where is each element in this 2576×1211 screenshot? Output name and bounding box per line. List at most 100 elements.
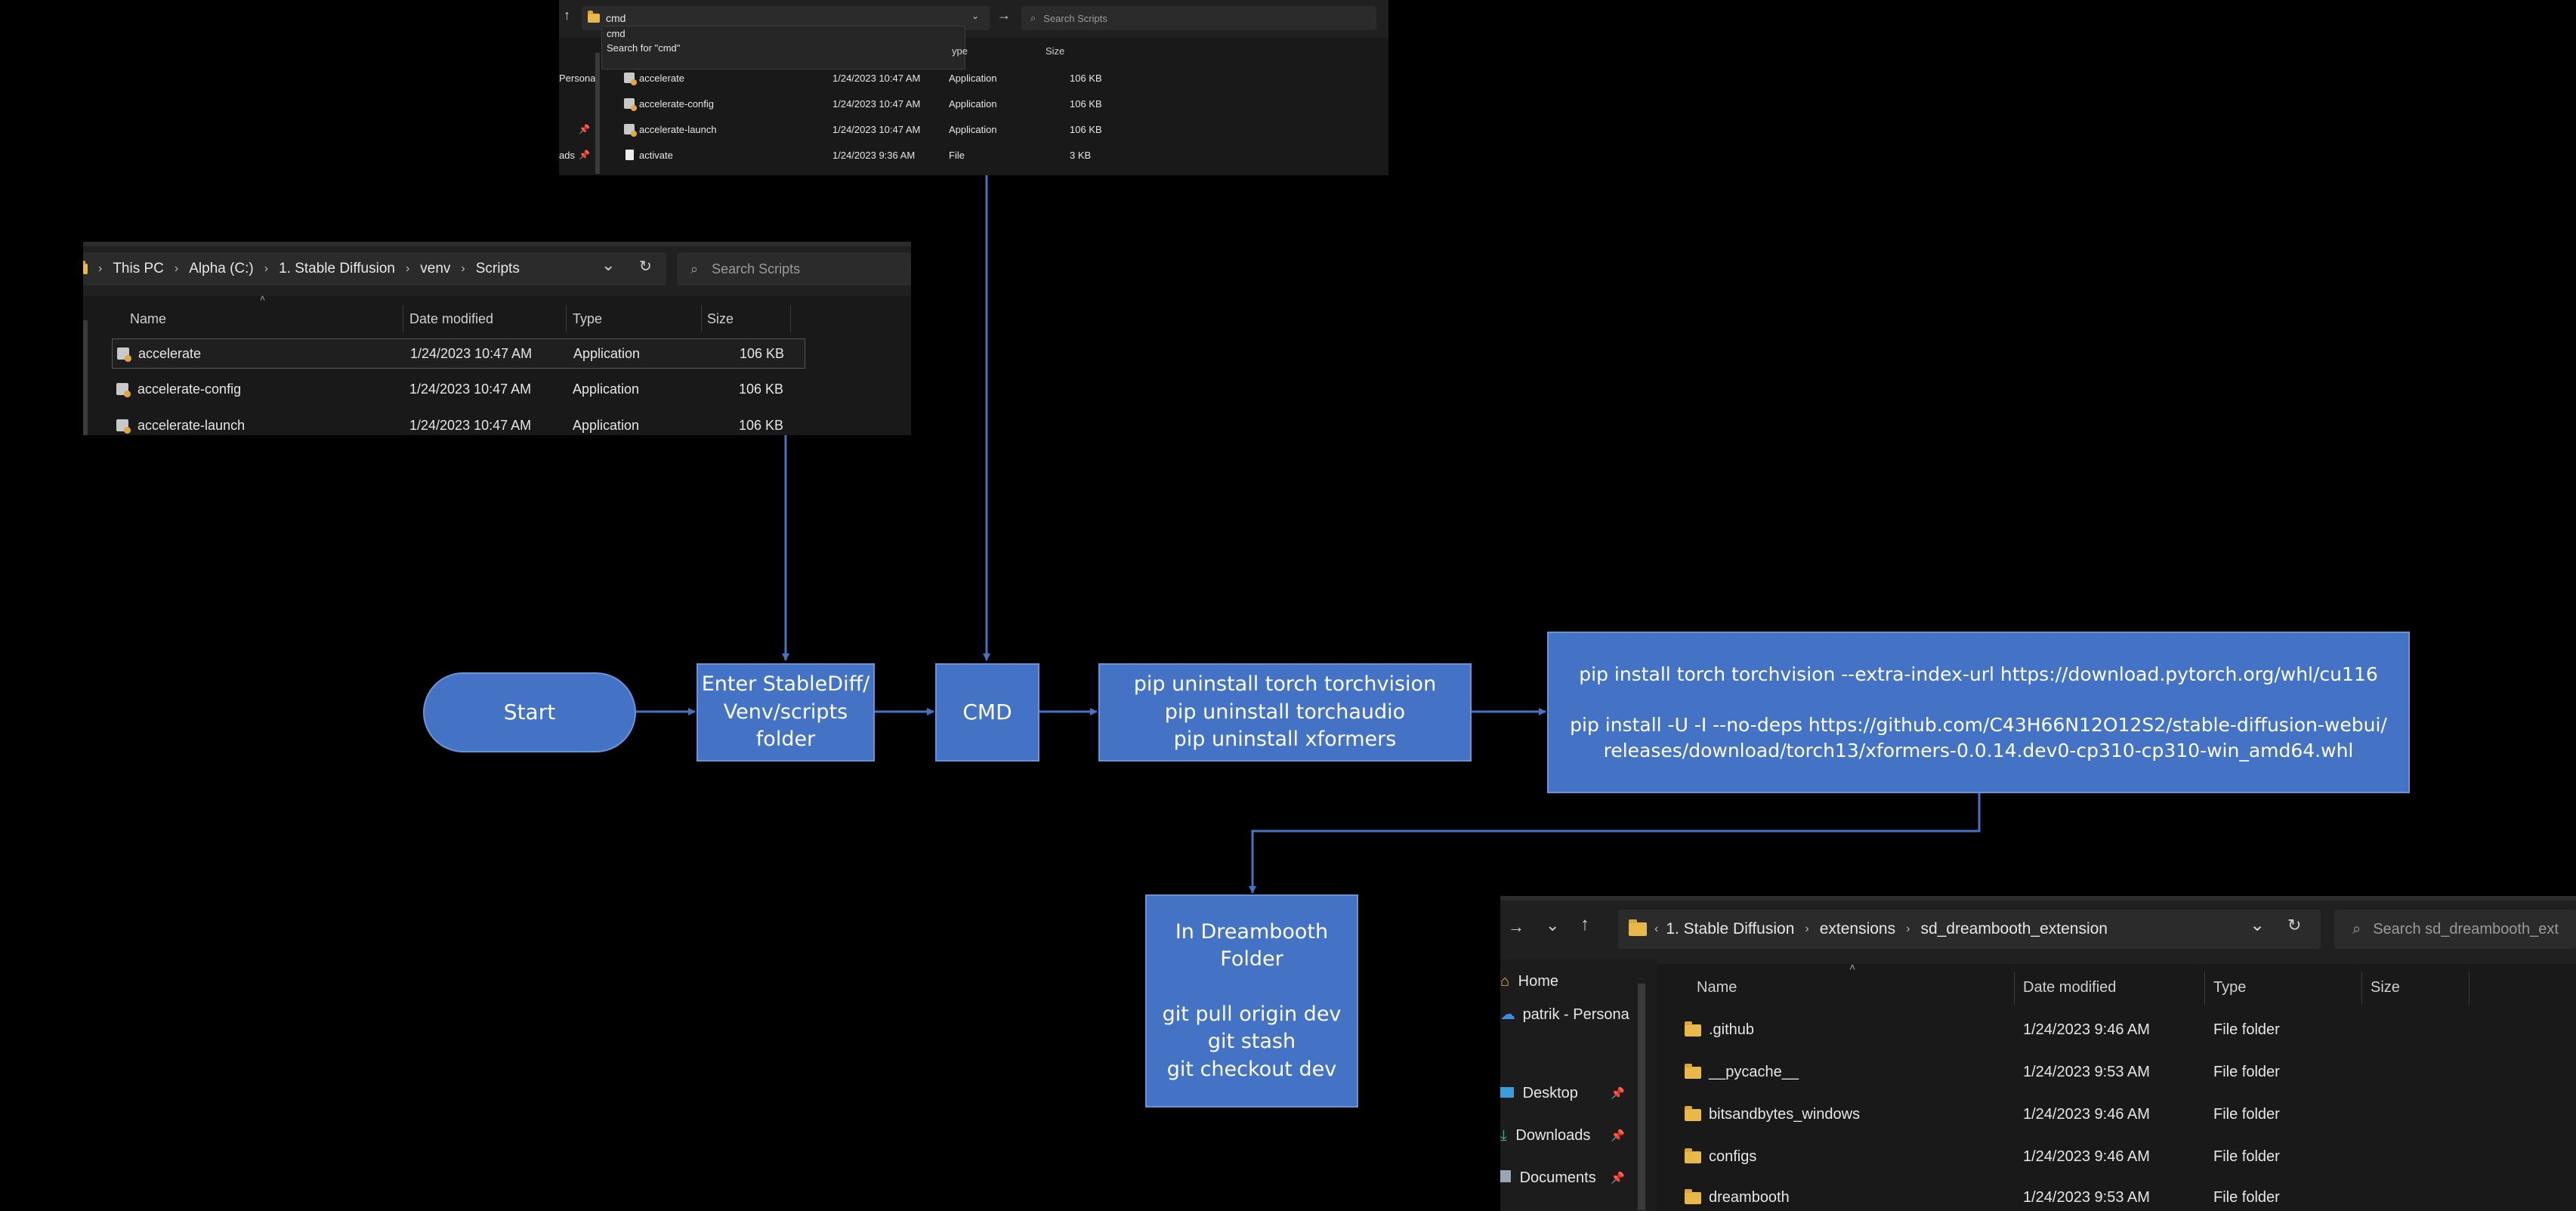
sort-up-icon[interactable]: ˄ — [260, 293, 266, 304]
table-row[interactable]: configs 1/24/2023 9:46 AM File folder — [1500, 1139, 2576, 1172]
folder-date: 1/24/2023 9:46 AM — [2023, 1106, 2150, 1123]
file-date: 1/24/2023 10:47 AM — [832, 73, 921, 84]
top-search-box[interactable]: ⌕ Search Scripts — [1021, 6, 1376, 30]
folder-date: 1/24/2023 9:46 AM — [2023, 1021, 2150, 1038]
folder-type: File folder — [2213, 1106, 2280, 1123]
folder-icon — [1629, 919, 1647, 936]
cmd-step: CMD — [935, 663, 1039, 762]
file-date: 1/24/2023 10:47 AM — [832, 124, 921, 135]
table-row[interactable]: accelerate 1/24/2023 10:47 AM Applicatio… — [112, 338, 805, 369]
application-icon — [624, 98, 637, 111]
file-name: accelerate-launch — [639, 124, 717, 135]
header-size[interactable]: Size — [707, 311, 734, 326]
right-address-bar[interactable]: ‹ 1. Stable Diffusion › extensions › sd_… — [1618, 910, 2321, 949]
folder-date: 1/24/2023 9:46 AM — [2023, 1148, 2150, 1165]
up-arrow-icon[interactable]: ↑ — [1580, 914, 1589, 935]
table-row[interactable]: accelerate 1/24/2023 10:47 AM Applicatio… — [559, 70, 1388, 88]
refresh-icon[interactable]: ↻ — [2287, 916, 2302, 935]
table-row[interactable]: activate 1/24/2023 9:36 AM File 3 KB — [559, 147, 1388, 165]
sidebar-label: Documents — [1519, 1169, 1596, 1186]
sidebar-scrollbar[interactable] — [1638, 984, 1645, 1210]
forward-arrow-icon[interactable]: → — [1508, 917, 1524, 936]
search-icon: ⌕ — [1030, 12, 1036, 23]
forward-arrow-icon[interactable]: → — [997, 8, 1011, 23]
sidebar-item-documents[interactable]: Documents — [1500, 1169, 1596, 1187]
breadcrumb-item[interactable]: 1. Stable Diffusion — [1666, 920, 1795, 938]
sidebar-scrollbar[interactable] — [595, 53, 600, 174]
breadcrumb-item[interactable]: extensions — [1819, 920, 1896, 938]
chevron-down-icon[interactable]: ⌄ — [1546, 916, 1560, 935]
table-row[interactable]: accelerate-config 1/24/2023 10:47 AM App… — [559, 95, 1388, 113]
chevron-down-icon[interactable]: ⌄ — [2250, 915, 2266, 935]
breadcrumb-item[interactable]: Alpha (C:) — [189, 261, 254, 276]
breadcrumb-item[interactable]: venv — [420, 261, 451, 276]
sidebar-label: Desktop — [1522, 1085, 1578, 1101]
table-row[interactable]: accelerate-launch 1/24/2023 10:47 AM App… — [559, 121, 1388, 139]
folder-name: configs — [1709, 1148, 1757, 1165]
breadcrumb-item[interactable]: sd_dreambooth_extension — [1920, 920, 2108, 938]
file-size: 106 KB — [739, 418, 784, 433]
up-arrow-icon[interactable]: ↑ — [564, 8, 570, 23]
folder-icon — [588, 11, 600, 23]
sidebar-item-downloads[interactable]: ⤓ Downloads — [1500, 1127, 1590, 1145]
sidebar-item-downloads[interactable]: ads — [559, 150, 575, 161]
left-search-box[interactable]: ⌕ Search Scripts — [677, 252, 911, 286]
application-icon — [116, 419, 131, 434]
folder-type: File folder — [2213, 1148, 2280, 1165]
pin-icon: 📌 — [1611, 1129, 1625, 1142]
file-name: accelerate-launch — [137, 418, 246, 433]
sidebar-item-personal[interactable]: Persona — [559, 73, 596, 84]
chevron-right-icon: › — [264, 262, 269, 275]
header-name[interactable]: Name — [1697, 979, 1737, 996]
folder-icon — [1685, 1148, 1701, 1163]
sidebar-label: patrik - Persona — [1522, 1006, 1629, 1023]
refresh-icon[interactable]: ↻ — [639, 258, 652, 275]
chevron-down-icon[interactable]: ⌄ — [601, 255, 616, 274]
sidebar-item-home[interactable]: ⌂ Home — [1500, 973, 1558, 990]
header-size[interactable]: Size — [2371, 979, 2400, 996]
table-row[interactable]: bitsandbytes_windows 1/24/2023 9:46 AM F… — [1500, 1097, 2576, 1130]
sidebar-item-onedrive[interactable]: ☁ patrik - Persona — [1500, 1005, 1629, 1024]
file-size: 106 KB — [1070, 73, 1102, 84]
folder-name: __pycache__ — [1709, 1064, 1799, 1080]
breadcrumb-item[interactable]: 1. Stable Diffusion — [279, 261, 395, 276]
right-search-box[interactable]: ⌕ Search sd_dreambooth_ext — [2334, 910, 2576, 949]
breadcrumb-item[interactable]: Scripts — [475, 261, 520, 276]
table-row[interactable]: accelerate-config 1/24/2023 10:47 AM App… — [112, 375, 805, 403]
folder-type: File folder — [2213, 1189, 2280, 1206]
left-address-bar[interactable]: › This PC › Alpha (C:) › 1. Stable Diffu… — [83, 252, 666, 286]
file-icon — [625, 150, 634, 160]
header-date[interactable]: Date modified — [2023, 979, 2117, 996]
chevron-down-icon[interactable]: ⌄ — [971, 11, 980, 21]
file-type: Application — [949, 73, 997, 84]
sidebar-item-desktop[interactable]: Desktop — [1500, 1085, 1578, 1102]
header-type[interactable]: Type — [2213, 979, 2247, 996]
desktop-icon — [1500, 1087, 1514, 1098]
file-size: 106 KB — [1070, 98, 1102, 110]
dropdown-item[interactable]: Search for "cmd" — [607, 42, 681, 54]
folder-icon — [83, 261, 88, 274]
search-icon: ⌕ — [2352, 920, 2361, 938]
header-type[interactable]: Type — [573, 311, 603, 326]
table-row[interactable]: dreambooth 1/24/2023 9:53 AM File folder — [1500, 1180, 2576, 1211]
pin-icon: 📌 — [1611, 1087, 1625, 1100]
download-icon: ⤓ — [1500, 1127, 1507, 1144]
file-date: 1/24/2023 10:47 AM — [409, 418, 532, 433]
dreambooth-step: In Dreambooth Folder git pull origin dev… — [1145, 894, 1358, 1108]
header-size[interactable]: Size — [1046, 45, 1065, 57]
sort-up-icon[interactable]: ˄ — [1849, 961, 1856, 973]
file-name: activate — [639, 150, 673, 161]
application-icon — [624, 73, 637, 85]
uninstall-step: pip uninstall torch torchvision pip unin… — [1098, 663, 1472, 762]
dropdown-item[interactable]: cmd — [607, 28, 625, 39]
application-icon — [116, 383, 131, 397]
folder-date: 1/24/2023 9:53 AM — [2023, 1189, 2150, 1206]
table-row[interactable]: .github 1/24/2023 9:46 AM File folder — [1500, 1012, 2576, 1046]
sidebar-scrollbar[interactable] — [83, 320, 88, 435]
header-date[interactable]: Date modified — [409, 311, 494, 326]
header-type[interactable]: ype — [952, 45, 968, 57]
table-row[interactable]: __pycache__ 1/24/2023 9:53 AM File folde… — [1500, 1055, 2576, 1088]
breadcrumb-item[interactable]: This PC — [113, 261, 164, 276]
table-row[interactable]: accelerate-launch 1/24/2023 10:47 AM App… — [112, 411, 805, 435]
header-name[interactable]: Name — [130, 311, 167, 326]
